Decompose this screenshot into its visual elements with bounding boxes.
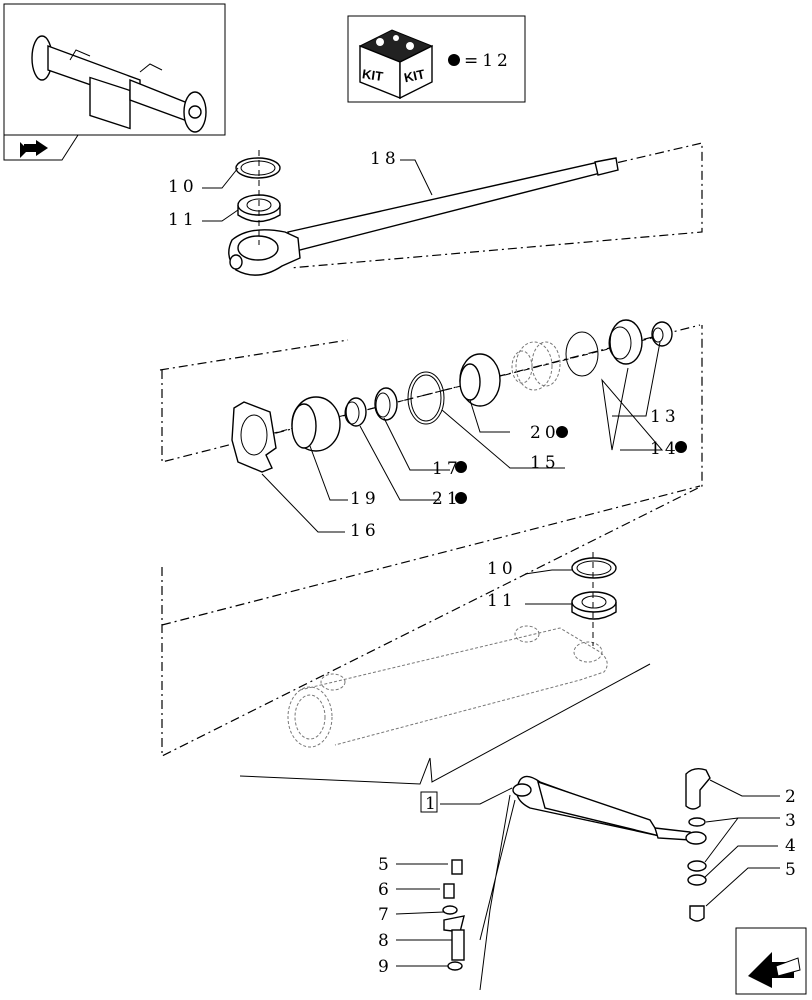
callout-5-right[interactable]: 5	[785, 860, 800, 880]
callout-21[interactable]: 21	[432, 489, 462, 509]
callout-18[interactable]: 18	[370, 149, 400, 169]
callout-11-top[interactable]: 11	[168, 210, 198, 230]
callout-6[interactable]: 6	[378, 880, 393, 900]
callout-17[interactable]: 17	[432, 459, 462, 479]
callout-5-left[interactable]: 5	[378, 855, 393, 875]
kit-dot-14	[675, 441, 687, 453]
callout-2[interactable]: 2	[785, 787, 800, 807]
cylinder-assembly	[442, 767, 711, 991]
callout-10-mid[interactable]: 10	[487, 559, 517, 579]
callout-1[interactable]: 1	[425, 794, 440, 814]
kit-dot-21	[455, 492, 467, 504]
kit-legend: KIT KIT =12	[347, 15, 526, 103]
kit-equals-text: =12	[464, 51, 512, 71]
callout-7[interactable]: 7	[378, 905, 393, 925]
callout-4[interactable]: 4	[785, 836, 800, 856]
callout-8[interactable]: 8	[378, 931, 393, 951]
callout-16[interactable]: 16	[350, 521, 380, 541]
kit-dot-17	[455, 461, 467, 473]
kit-dot	[448, 54, 460, 66]
axle-thumbnail-icon[interactable]	[3, 3, 226, 161]
callout-20[interactable]: 20	[530, 423, 560, 443]
callout-13[interactable]: 13	[650, 407, 680, 427]
callout-11-mid[interactable]: 11	[487, 591, 517, 611]
callout-19[interactable]: 19	[350, 489, 380, 509]
piston-section	[159, 319, 703, 757]
callout-10-top[interactable]: 10	[168, 177, 198, 197]
callout-15[interactable]: 15	[530, 453, 560, 473]
kit-label-right: KIT	[403, 66, 427, 85]
leader-lines	[202, 159, 780, 967]
callout-14[interactable]: 14	[650, 439, 680, 459]
callout-1-box	[420, 791, 438, 813]
kit-label-left: KIT	[361, 66, 384, 84]
next-page-arrow-icon[interactable]	[735, 927, 807, 995]
cylinder-ghost-section	[239, 552, 651, 785]
rod-section	[228, 142, 703, 276]
callout-9[interactable]: 9	[378, 957, 393, 977]
back-arrow-icon[interactable]	[20, 140, 48, 158]
callout-3[interactable]: 3	[785, 811, 800, 831]
kit-dot-20	[556, 426, 568, 438]
